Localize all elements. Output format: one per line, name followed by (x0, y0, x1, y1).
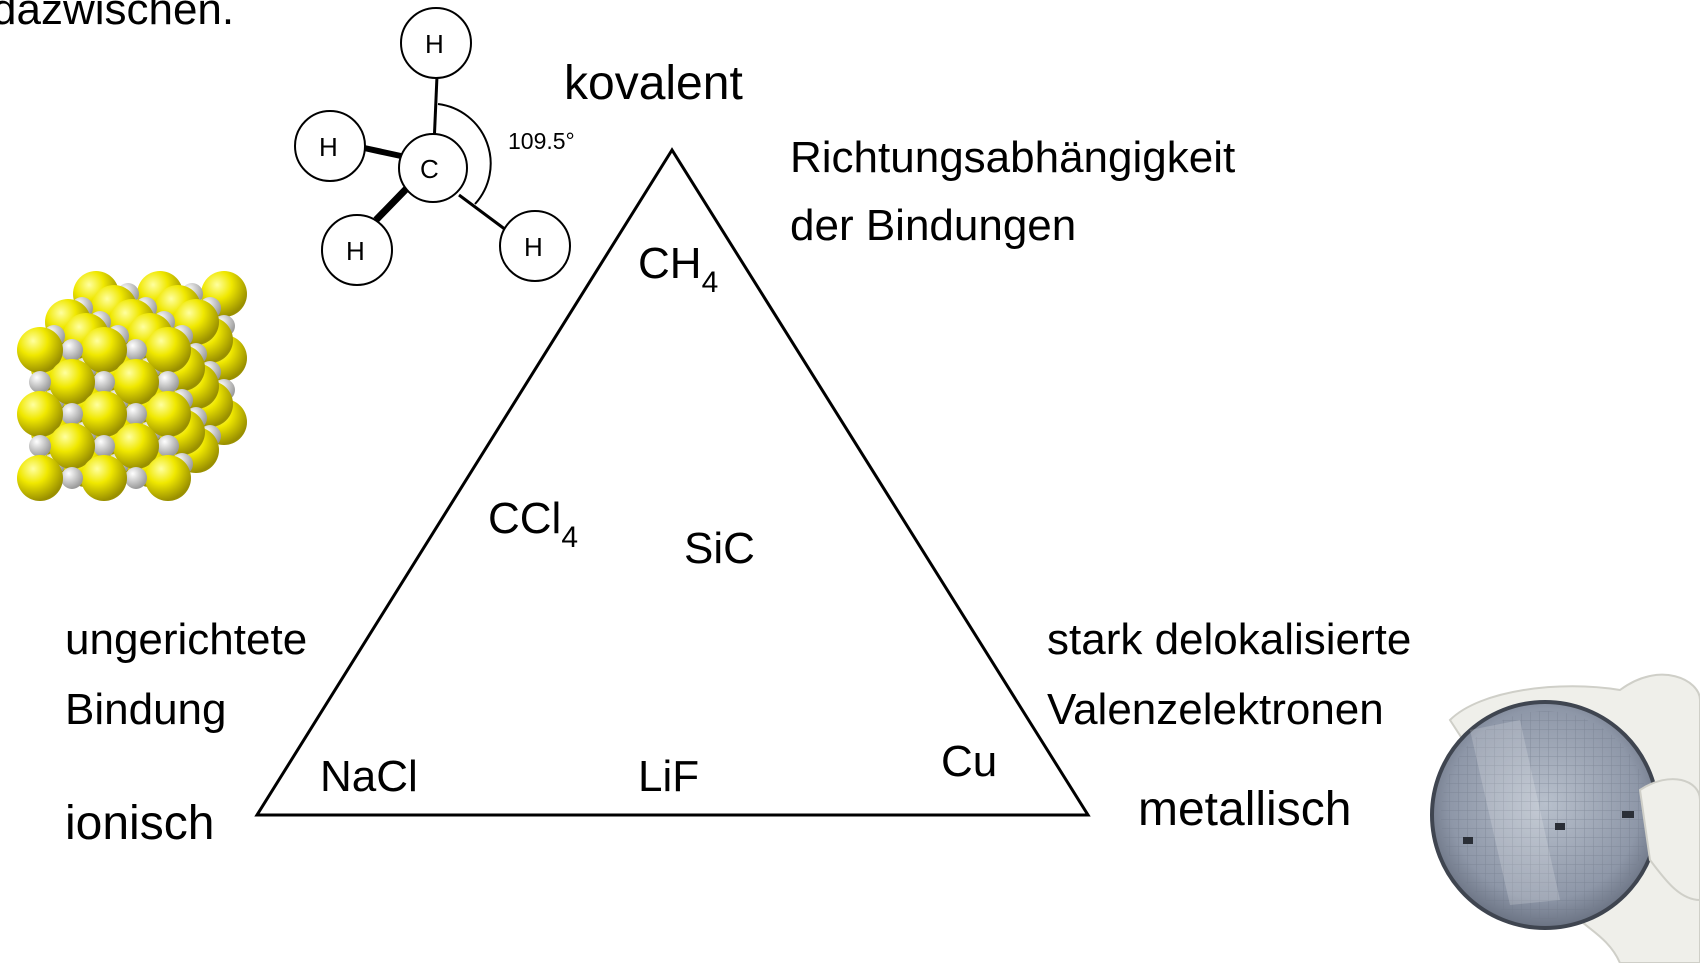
chloride-sphere (113, 359, 159, 405)
hydrogen-label-top: H (425, 29, 444, 59)
chloride-sphere (145, 327, 191, 373)
chloride-sphere (81, 327, 127, 373)
compound-ch4: CH4 (638, 242, 718, 298)
metallic-property-line-1: stark delokalisierte (1047, 615, 1412, 664)
hydrogen-atom-bottom-right (499, 210, 571, 282)
chloride-sphere (17, 327, 63, 373)
hydrogen-label-bottom-left: H (346, 236, 365, 266)
chloride-sphere (49, 423, 95, 469)
compound-ch4-base: CH (638, 239, 702, 288)
covalent-property-line-1: Richtungsabhängigkeit (790, 133, 1236, 182)
silicon-wafer-image (1430, 673, 1700, 963)
sodium-sphere (61, 339, 83, 361)
covalent-property-line-2: der Bindungen (790, 201, 1077, 250)
sodium-sphere (125, 339, 147, 361)
carbon-atom (398, 133, 468, 203)
covalent-label: kovalent (564, 57, 743, 110)
compound-sic: SiC (684, 524, 755, 573)
methane-molecule (294, 7, 571, 286)
compound-ccl4-subscript: 4 (561, 521, 579, 554)
ionic-property-line-2: Bindung (65, 685, 227, 734)
chloride-sphere (113, 423, 159, 469)
sodium-sphere (125, 467, 147, 489)
carbon-atom-label: C (420, 154, 439, 184)
compound-ccl4-base: CCl (488, 494, 562, 543)
metallic-property-line-2: Valenzelektronen (1047, 685, 1384, 734)
metallic-label: metallisch (1138, 783, 1352, 836)
sodium-sphere (93, 435, 115, 457)
sodium-sphere (29, 371, 51, 393)
sodium-sphere (29, 435, 51, 457)
sodium-sphere (125, 403, 147, 425)
ionic-property-line-1: ungerichtete (65, 615, 308, 664)
chloride-sphere (145, 455, 191, 501)
compound-ccl4: CCl4 (488, 497, 578, 553)
nacl-crystal-image (17, 271, 247, 501)
chloride-sphere (81, 455, 127, 501)
hydrogen-label-bottom-right: H (524, 232, 543, 262)
sodium-sphere (61, 403, 83, 425)
chloride-sphere (17, 391, 63, 437)
compound-cu: Cu (941, 737, 998, 786)
bond-triangle (254, 147, 1091, 817)
chloride-sphere (49, 359, 95, 405)
chloride-sphere (17, 455, 63, 501)
header-text: dazwischen. (0, 0, 235, 34)
hydrogen-atom-bottom-left (321, 214, 393, 286)
sodium-sphere (61, 467, 83, 489)
compound-lif: LiF (638, 752, 700, 801)
sodium-sphere (157, 435, 179, 457)
sodium-sphere (93, 371, 115, 393)
hydrogen-atom-left (294, 110, 366, 182)
hydrogen-atom-top (400, 7, 472, 79)
bond-angle-arc (437, 103, 492, 205)
compound-ch4-subscript: 4 (701, 266, 719, 299)
compound-nacl: NaCl (320, 752, 418, 801)
chloride-sphere (145, 391, 191, 437)
chloride-sphere (81, 391, 127, 437)
sodium-sphere (157, 371, 179, 393)
ionic-label: ionisch (65, 797, 215, 850)
hydrogen-label-left: H (319, 132, 338, 162)
bond-angle-label: 109.5° (508, 128, 575, 154)
